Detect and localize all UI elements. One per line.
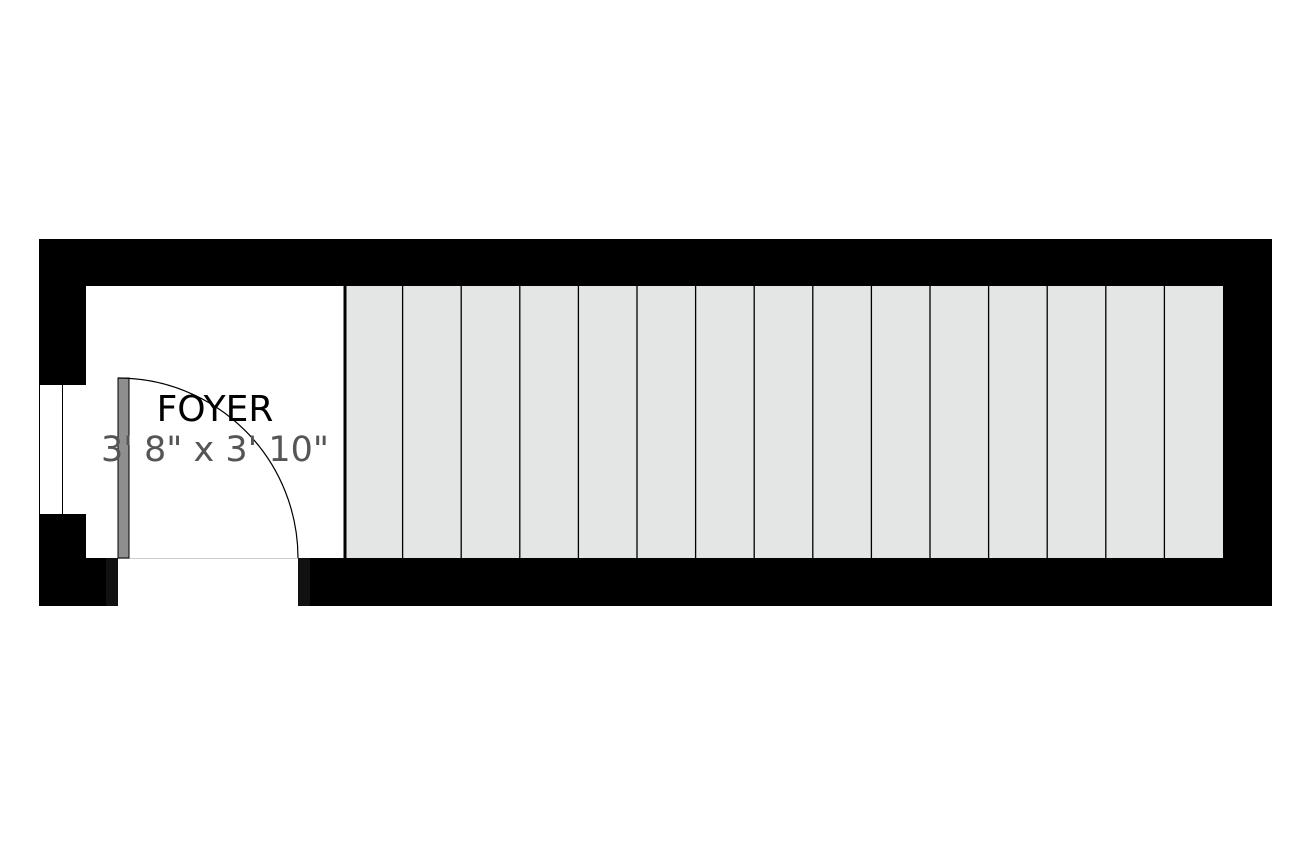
staircase (344, 286, 1223, 558)
room-name-foyer: FOYER (157, 389, 274, 430)
window (39, 384, 86, 515)
door-swing-arc (117, 377, 299, 559)
entry-door (106, 377, 310, 606)
room-dimensions-foyer: 3' 8" x 3' 10" (101, 430, 329, 470)
stair-treads (343, 286, 1166, 558)
